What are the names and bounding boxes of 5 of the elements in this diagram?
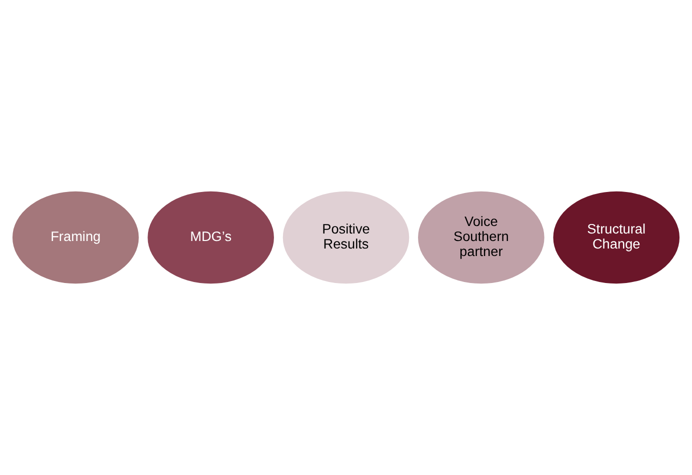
node-ellipse: Positive Results [281,190,411,285]
node-ellipse: Framing [11,190,140,285]
node-ellipse: Structural Change [552,190,681,285]
node-ellipse: MDG’s [146,190,276,285]
node-ellipse: Voice Southern partner [416,190,546,285]
